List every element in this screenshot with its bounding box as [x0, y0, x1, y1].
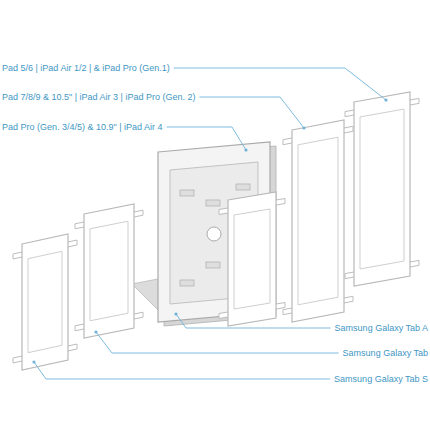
frame-outline — [354, 92, 410, 286]
leader-line — [34, 362, 330, 379]
adapter-frame — [345, 92, 419, 286]
leader-line — [167, 127, 246, 150]
model-label: Samsung Galaxy Tab S — [334, 374, 428, 385]
mount-clip — [180, 280, 194, 286]
frame-outline — [22, 234, 68, 370]
model-label: Pad 5/6 | iPad Air 1/2 | & iPad Pro (Gen… — [2, 63, 170, 74]
leader-dot — [94, 330, 97, 333]
frame-outline — [84, 204, 134, 338]
adapter-frame — [283, 120, 353, 322]
leader-line — [96, 332, 339, 353]
leader-dot — [244, 148, 247, 151]
mount-clip — [206, 262, 220, 268]
adapter-frame — [75, 204, 143, 338]
model-label: Pad 7/8/9 & 10.5" | iPad Air 3 | iPad Pr… — [2, 92, 195, 103]
frame-window — [28, 251, 62, 352]
model-label: Samsung Galaxy Tab — [343, 348, 428, 359]
leader-line — [174, 68, 386, 100]
leader-dot — [302, 126, 305, 129]
leader-lines — [32, 68, 387, 379]
model-label: Pad Pro (Gen. 3/4/5) & 10.9" | iPad Air … — [2, 122, 163, 133]
mount-clip — [236, 184, 250, 190]
model-label: Samsung Galaxy Tab A — [335, 323, 428, 334]
frame-window — [90, 221, 128, 321]
adapter-frame — [219, 192, 285, 326]
frame-window — [298, 137, 338, 305]
frame-window — [234, 209, 270, 309]
wall-mount — [158, 142, 276, 326]
leader-line — [176, 314, 331, 328]
leader-dot — [174, 312, 177, 315]
adapter-frame — [13, 234, 77, 370]
mount-clip — [206, 200, 220, 206]
mount-hole — [207, 227, 221, 241]
mount-plate — [158, 142, 270, 322]
leader-dot — [32, 360, 35, 363]
frame-window — [360, 109, 404, 269]
leader-dot — [384, 98, 387, 101]
frame-outline — [228, 192, 276, 326]
leader-line — [199, 97, 304, 128]
frame-outline — [292, 120, 344, 322]
mount-clip — [180, 190, 194, 196]
